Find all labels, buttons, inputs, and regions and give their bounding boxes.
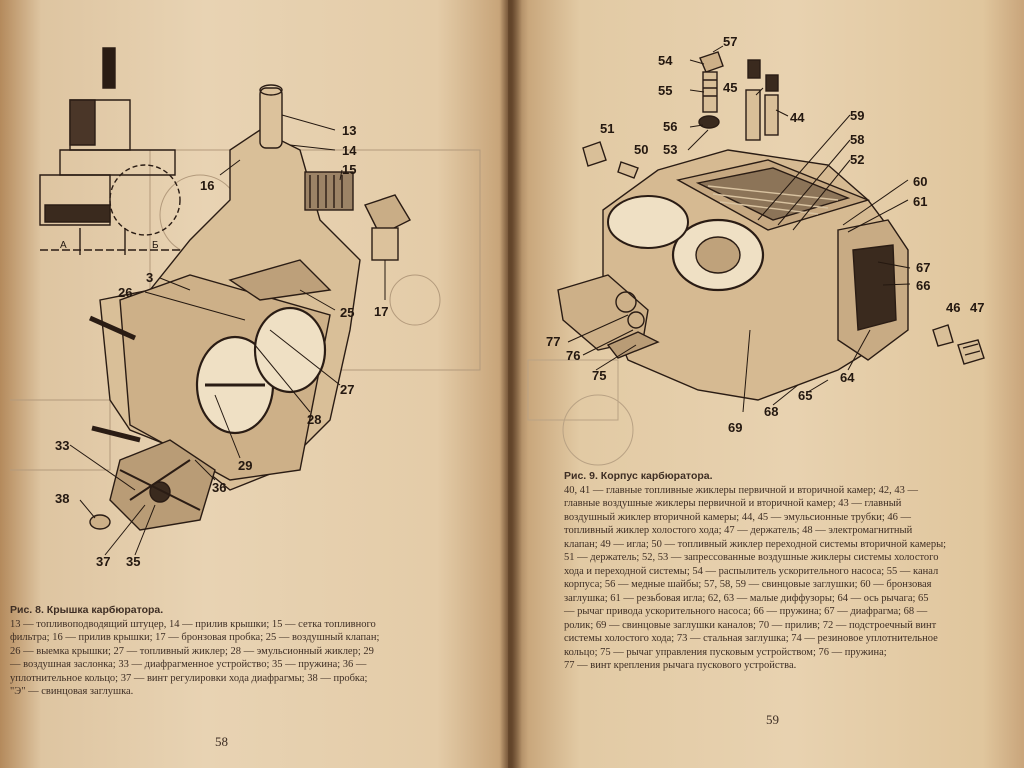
callout-29: 29 xyxy=(238,458,252,473)
callout-60: 60 xyxy=(913,174,927,189)
caption-line: корпуса; 56 — медные шайбы; 57, 58, 59 —… xyxy=(564,579,932,590)
caption-line: клапан; 49 — игла; 50 — топливный жиклер… xyxy=(564,538,947,550)
callout-15: 15 xyxy=(342,162,356,177)
callout-67: 67 xyxy=(916,260,930,275)
caption-line: главные воздушные жиклеры первичной и вт… xyxy=(564,498,902,509)
callout-36: 36 xyxy=(212,480,226,495)
callout-53: 53 xyxy=(663,142,677,157)
caption-line: 77 — винт крепления рычага пускового уст… xyxy=(564,660,797,671)
callout-61: 61 xyxy=(913,194,927,209)
caption-line: системы холостого хода; 73 — стальная за… xyxy=(564,633,938,644)
caption-line: 26 — выемка крышки; 27 — топливный жикле… xyxy=(10,645,374,657)
caption-line: воздушный жиклер вторичной камеры; 44, 4… xyxy=(564,511,912,523)
callout-35: 35 xyxy=(126,554,140,569)
callout-33: 33 xyxy=(55,438,69,453)
left-page: А Б 13 14 15 16 17 3 26 25 27 28 29 33 3… xyxy=(0,0,514,768)
caption-line: фильтра; 16 — прилив крышки; 17 — бронзо… xyxy=(10,632,380,643)
right-page: 57 54 55 45 56 44 53 51 50 59 58 52 60 6… xyxy=(508,0,1024,768)
book-spine-shadow xyxy=(500,0,522,768)
caption-line: ролик; 69 — свинцовые заглушки каналов; … xyxy=(564,619,937,631)
callout-46: 46 xyxy=(946,300,960,315)
section-letter-b: Б xyxy=(152,240,159,251)
callout-52: 52 xyxy=(850,152,864,167)
callout-38: 38 xyxy=(55,491,69,506)
figure-8-title: Рис. 8. Крышка карбюратора. xyxy=(10,604,164,616)
callout-17: 17 xyxy=(374,304,388,319)
callout-28: 28 xyxy=(307,412,321,427)
caption-line: — воздушная заслонка; 33 — диафрагменное… xyxy=(10,659,367,670)
caption-line: уплотнительное кольцо; 37 — винт регулир… xyxy=(10,672,368,684)
callout-47: 47 xyxy=(970,300,984,315)
caption-line: кольцо; 75 — рычаг управления пусковым у… xyxy=(564,646,887,658)
callout-58: 58 xyxy=(850,132,864,147)
callout-55: 55 xyxy=(658,83,672,98)
figure-9-caption: Рис. 9. Корпус карбюратора. 40, 41 — гла… xyxy=(564,470,994,673)
figure-9-title: Рис. 9. Корпус карбюратора. xyxy=(564,470,713,482)
callout-77: 77 xyxy=(546,334,560,349)
callout-66: 66 xyxy=(916,278,930,293)
callout-76: 76 xyxy=(566,348,580,363)
figure-8-caption: Рис. 8. Крышка карбюратора. 13 — топливо… xyxy=(10,604,480,699)
callout-68: 68 xyxy=(764,404,778,419)
carburetor-body-figure: 57 54 55 45 56 44 53 51 50 59 58 52 60 6… xyxy=(527,34,985,466)
callout-44: 44 xyxy=(790,110,805,125)
caption-line: — рычаг привода ускорительного насоса; 6… xyxy=(564,606,928,617)
callout-45: 45 xyxy=(723,80,737,95)
callout-65: 65 xyxy=(798,388,812,403)
page-number-right: 59 xyxy=(766,712,779,727)
caption-line: "Э" — свинцовая заглушка. xyxy=(10,686,134,697)
caption-line: 13 — топливоподводящий штуцер, 14 — прил… xyxy=(10,618,376,630)
caption-line: 51 — держатель; 52, 53 — запрессованные … xyxy=(564,552,939,563)
callout-69: 69 xyxy=(728,420,742,435)
callout-57: 57 xyxy=(723,34,737,49)
callout-3: 3 xyxy=(146,270,153,285)
callout-14: 14 xyxy=(342,143,357,158)
callout-27: 27 xyxy=(340,382,354,397)
callout-75: 75 xyxy=(592,368,606,383)
callout-64: 64 xyxy=(840,370,855,385)
callout-54: 54 xyxy=(658,53,673,68)
callout-51: 51 xyxy=(600,121,614,136)
section-letter-a: А xyxy=(60,240,67,251)
callout-37: 37 xyxy=(96,554,110,569)
caption-line: хода и переходной системы; 54 — распылит… xyxy=(564,565,939,577)
callout-56: 56 xyxy=(663,119,677,134)
caption-line: заглушка; 61 — резьбовая игла; 62, 63 — … xyxy=(564,592,929,604)
caption-line: 40, 41 — главные топливные жиклеры перви… xyxy=(564,484,918,496)
callout-59: 59 xyxy=(850,108,864,123)
caption-line: топливный жиклер холостого хода; 47 — де… xyxy=(564,525,913,536)
callout-13: 13 xyxy=(342,123,356,138)
callout-25: 25 xyxy=(340,305,354,320)
carburetor-cover-figure: А Б 13 14 15 16 17 3 26 25 27 28 29 33 3… xyxy=(10,47,481,569)
callout-50: 50 xyxy=(634,142,648,157)
callout-16: 16 xyxy=(200,178,214,193)
page-number-left: 58 xyxy=(215,734,228,749)
callout-26: 26 xyxy=(118,285,132,300)
